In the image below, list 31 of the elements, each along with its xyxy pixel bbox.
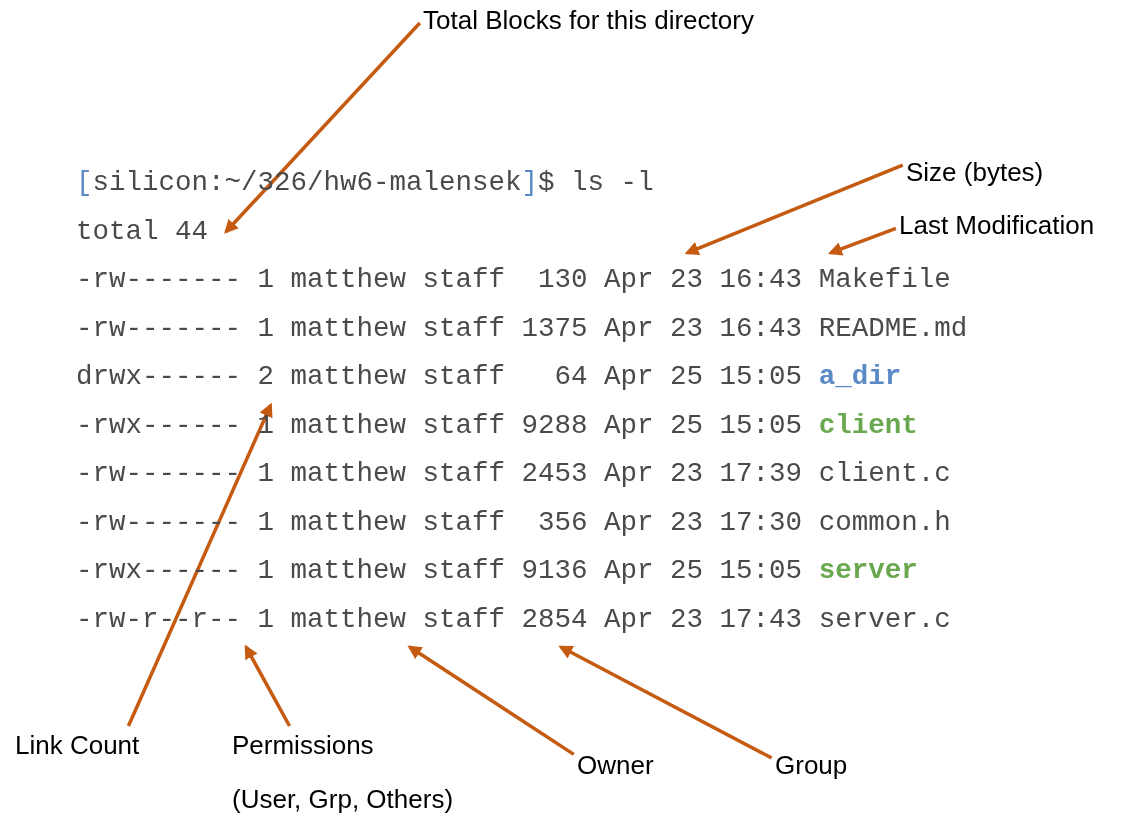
file-name: server <box>818 554 918 588</box>
annotation-label: Size (bytes) <box>906 156 1044 188</box>
listing-text: -rw------- 1 matthew staff 1375 Apr 23 16:43 <box>76 311 803 346</box>
listing-text: -rw------- 1 matthew staff 2453 Apr 23 17:39 <box>76 457 803 491</box>
annotation-label: Owner <box>577 749 654 781</box>
file-name: client <box>818 408 918 443</box>
file-name: common.h <box>818 505 951 540</box>
arrow <box>126 402 273 727</box>
arrow <box>828 226 897 256</box>
arrow <box>684 163 904 256</box>
file-name: a_dir <box>818 360 902 394</box>
annotation-label: Total Blocks for this directory <box>423 4 754 36</box>
file-name: Makefile <box>818 263 951 297</box>
annotation-label: Permissions <box>232 729 375 761</box>
file-name: README.md <box>818 311 968 346</box>
file-name: server.c <box>818 602 951 637</box>
arrow <box>407 645 575 756</box>
file-name: client.c <box>818 457 951 491</box>
annotation-label: Link Count <box>15 729 140 761</box>
arrow <box>224 21 422 234</box>
annotation-label: Group <box>775 749 848 781</box>
arrow <box>244 644 292 727</box>
arrow <box>558 645 773 760</box>
annotation-label: Last Modification <box>899 209 1095 241</box>
annotation-label: (User, Grp, Others) <box>232 783 454 815</box>
listing-text: total 44 <box>76 214 209 249</box>
shell-prompt: $ ls -l <box>538 166 654 200</box>
shell-prompt: [ <box>76 166 93 200</box>
listing-text: drwx------ 2 matthew staff 64 Apr 25 15:05 <box>76 360 803 394</box>
listing-text: -rw------- 1 matthew staff 130 Apr 23 16:43 <box>76 263 803 297</box>
shell-prompt: ] <box>521 166 539 200</box>
